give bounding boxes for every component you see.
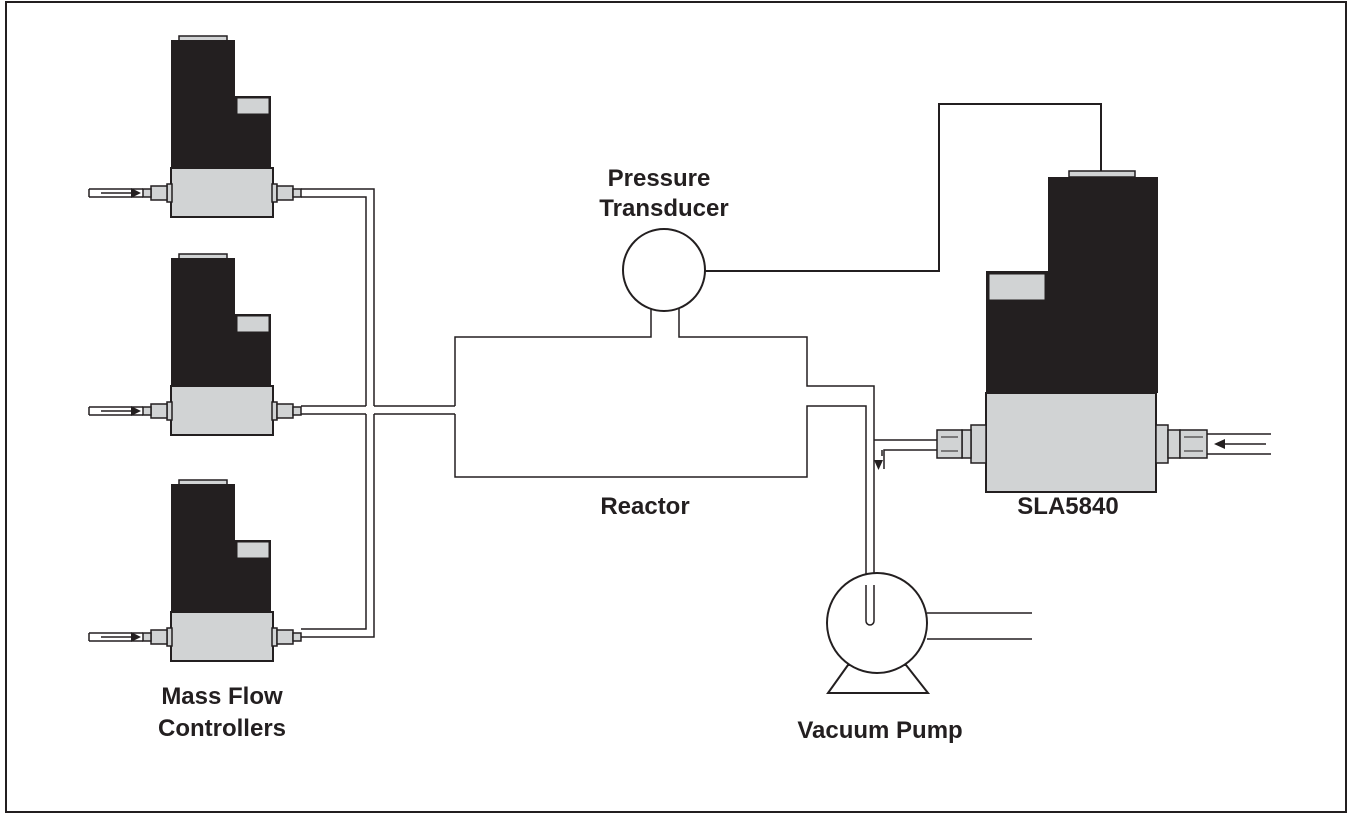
label-reactor: Reactor xyxy=(600,493,689,520)
transducer-signal-cable xyxy=(705,103,1102,272)
mass-flow-controller-2 xyxy=(88,253,302,436)
manifold-piping xyxy=(301,188,455,638)
sla5840-unit xyxy=(936,170,1271,493)
label-pressure-transducer-line2: Transducer xyxy=(599,195,728,222)
outer-border xyxy=(5,1,1347,813)
reactor-vessel xyxy=(454,306,937,626)
mass-flow-controller-3 xyxy=(88,479,302,662)
vacuum-pump xyxy=(826,572,1032,694)
label-mfc-line1: Mass Flow xyxy=(161,683,283,710)
label-pressure-transducer-line1: Pressure xyxy=(608,165,711,192)
label-vacuum-pump: Vacuum Pump xyxy=(797,717,962,744)
label-sla5840: SLA5840 xyxy=(1017,493,1118,520)
flow-arrow-icon xyxy=(874,460,883,470)
pressure-transducer xyxy=(622,228,706,312)
mass-flow-controller-1 xyxy=(88,35,302,218)
label-mfc-line2: Controllers xyxy=(158,715,286,742)
